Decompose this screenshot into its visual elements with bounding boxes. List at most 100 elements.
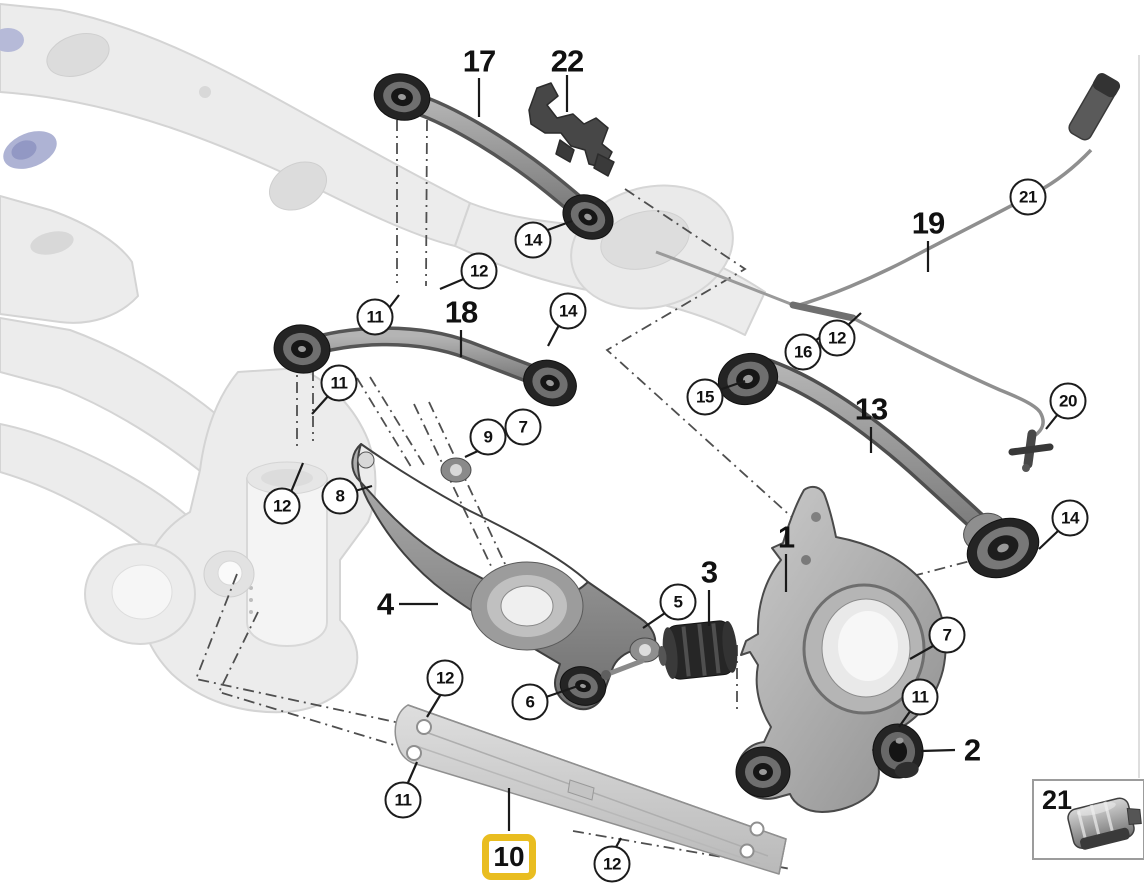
subframe-tower-cylinder [246, 477, 328, 647]
upper-control-arm-17 [373, 73, 614, 240]
arm4-upper-eye-hole [450, 464, 462, 476]
callout-6[interactable]: 6 [511, 683, 549, 721]
bolt-5 [605, 658, 645, 677]
wire-lower-run [852, 316, 1045, 438]
callout-12[interactable]: 12 [818, 319, 856, 357]
strut-ridge [419, 729, 769, 857]
callout-11[interactable]: 11 [901, 678, 939, 716]
bracket-22 [528, 82, 615, 177]
leader-line-11 [405, 761, 419, 786]
strut-bolt-hole [739, 843, 755, 859]
arm18-rear-bushing-14 [523, 359, 577, 407]
leader-line-7 [909, 645, 934, 660]
strut-bolt-hole [416, 719, 432, 735]
carrier-hole [801, 555, 811, 565]
abs-sensor-wire [655, 73, 1121, 472]
spring-seat-hole [500, 585, 554, 627]
callout-18[interactable]: 18 [444, 294, 478, 330]
callout-2[interactable]: 2 [963, 732, 981, 768]
bushing-6 [559, 666, 607, 706]
callout-14[interactable]: 14 [1051, 499, 1089, 537]
rod13-front-bushing [717, 352, 779, 406]
axis-line [428, 401, 507, 567]
subframe-foot-hole [111, 564, 173, 620]
callout-8[interactable]: 8 [321, 477, 359, 515]
callout-11[interactable]: 11 [356, 298, 394, 336]
leader-line-15 [718, 379, 746, 392]
callout-21[interactable]: 21 [1009, 178, 1047, 216]
axis-zigzag [605, 188, 796, 521]
arm4-fork-eye-hole [639, 644, 651, 656]
sensor-head [1008, 429, 1054, 472]
inset-part-number: 21 [1042, 785, 1073, 815]
callout-13[interactable]: 13 [854, 391, 888, 427]
axis-dogleg [217, 611, 415, 752]
strut-ridge [415, 745, 761, 865]
callout-12[interactable]: 12 [263, 487, 301, 525]
axis-line [889, 559, 975, 583]
callout-22[interactable]: 22 [550, 43, 584, 79]
arm17-front-bushing [373, 73, 431, 121]
leader-line-14 [1038, 530, 1059, 550]
subframe-rubber-mount [0, 28, 24, 52]
callout-20[interactable]: 20 [1049, 382, 1087, 420]
subframe-rubber-mount-core [11, 140, 37, 160]
leader-line-11 [311, 394, 330, 415]
leader-line-11 [898, 709, 912, 728]
camber-arm-18 [273, 324, 577, 407]
wire-sleeve [789, 301, 857, 322]
subframe-cylinder-bore [261, 469, 313, 487]
inset-clip-icon [1067, 797, 1142, 850]
carrier-lower-bushing [735, 746, 791, 798]
callout-14[interactable]: 14 [549, 292, 587, 330]
strut-bolt-hole [749, 821, 765, 837]
callout-19[interactable]: 19 [911, 205, 945, 241]
callout-15[interactable]: 15 [686, 378, 724, 416]
callout-14[interactable]: 14 [514, 221, 552, 259]
bushing-2 [872, 723, 924, 779]
callout-12[interactable]: 12 [593, 845, 631, 883]
axis-line [356, 377, 414, 471]
leader-line-12 [439, 276, 467, 291]
leader-line-14 [544, 219, 573, 233]
bolt-5-head [601, 670, 611, 680]
leader-line-12 [426, 693, 442, 718]
inset-box-part-21[interactable]: 21 [1032, 779, 1144, 860]
wire-upper-run [795, 148, 1093, 308]
callout-5[interactable]: 5 [659, 583, 697, 621]
leader-line-14 [547, 324, 560, 347]
bushing-14-rear [966, 517, 1040, 579]
callout-1[interactable]: 1 [777, 519, 795, 555]
arm17-rear-bushing-14 [562, 194, 614, 240]
callout-10-highlighted[interactable]: 10 [482, 834, 536, 880]
sensor-connector [1068, 73, 1121, 141]
callout-17[interactable]: 17 [462, 43, 496, 79]
axis-line [369, 376, 427, 469]
axis-line [425, 119, 428, 287]
strut-bolt-hole [406, 745, 422, 761]
leader-line-5 [642, 612, 666, 629]
rivet-dot [249, 598, 253, 602]
lower-control-arm-4 [351, 443, 661, 711]
leader-line-11 [388, 294, 400, 309]
callout-9[interactable]: 9 [469, 418, 507, 456]
callout-12[interactable]: 12 [426, 659, 464, 697]
subframe-hole [46, 33, 110, 77]
hub-bore-inner [838, 611, 898, 681]
wire-left-end [655, 250, 797, 308]
rubber-bushing-3 [601, 620, 738, 680]
subframe-slot [30, 231, 74, 255]
callout-11[interactable]: 11 [384, 781, 422, 819]
callout-16[interactable]: 16 [784, 333, 822, 371]
leader-line-12 [289, 462, 305, 493]
callout-12[interactable]: 12 [460, 252, 498, 290]
callout-11[interactable]: 11 [320, 364, 358, 402]
callout-3[interactable]: 3 [700, 554, 718, 590]
leader-line-6 [545, 684, 579, 699]
arm4-front-eye [357, 451, 375, 469]
callout-7[interactable]: 7 [504, 408, 542, 446]
callout-4[interactable]: 4 [376, 586, 394, 622]
callout-7[interactable]: 7 [928, 616, 966, 654]
